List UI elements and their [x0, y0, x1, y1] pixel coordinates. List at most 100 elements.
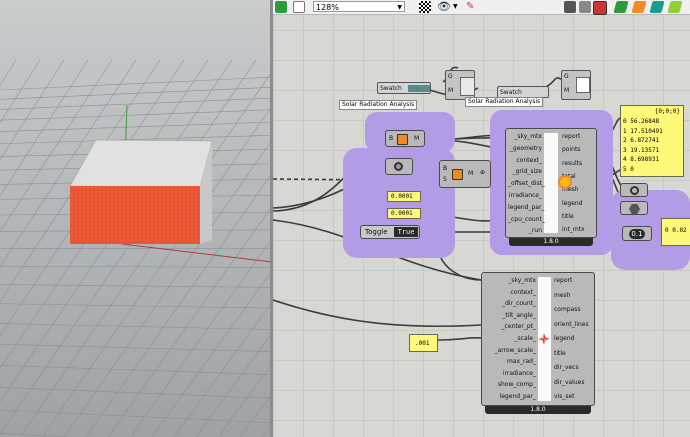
gm-param-right[interactable]: G M: [561, 70, 591, 100]
rose-output-7[interactable]: dir_values: [554, 378, 585, 386]
solar-input-3[interactable]: _grid_size: [512, 168, 542, 176]
solar-output-2[interactable]: results: [562, 159, 583, 167]
legend-param[interactable]: [620, 201, 648, 215]
mesh-teal-icon[interactable]: [649, 1, 665, 13]
slider-value-chip: 0.1: [629, 229, 645, 239]
rose-output-6[interactable]: dir_vecs: [554, 364, 579, 371]
solar-version: 1.8.0: [509, 238, 593, 246]
solar-input-5[interactable]: irradiance_: [508, 192, 542, 199]
geometry-icon: [460, 77, 475, 96]
solar-input-4[interactable]: _offset_dist_: [508, 180, 545, 188]
rose-output-0[interactable]: report: [554, 277, 573, 284]
brep-icon: [397, 134, 408, 145]
gm-param-left[interactable]: G M: [445, 70, 475, 100]
solar-output-1[interactable]: points: [562, 146, 581, 154]
rose-output-4[interactable]: legend: [554, 335, 575, 342]
rose-input-8[interactable]: irradiance_: [502, 369, 536, 377]
geometry-icon: [576, 77, 590, 93]
boolean-toggle[interactable]: Toggle True: [360, 225, 420, 239]
number-panel-3[interactable]: .001: [409, 334, 438, 352]
swatch-left-label: Swatch: [380, 85, 402, 92]
results-list-row: 1 17.510491: [623, 127, 663, 135]
brep-icon: [452, 169, 463, 180]
rose-output-8[interactable]: vis_set: [554, 393, 575, 400]
rose-input-2[interactable]: _dir_count_: [502, 300, 536, 308]
number-panel-2[interactable]: 0.0001: [387, 208, 421, 219]
grasshopper-canvas[interactable]: 128% ▼ 👁 ▼ ✎ Swatch G M Solar Radiation …: [273, 0, 690, 437]
number-panel-1[interactable]: 0.0001: [387, 191, 421, 202]
solar-output-5[interactable]: legend: [562, 199, 583, 207]
preview-icon[interactable]: [593, 1, 607, 15]
solar-input-1[interactable]: _geometry: [509, 144, 542, 152]
x-axis-line: [121, 243, 272, 263]
number-panel-1-value: 0.0001: [391, 193, 413, 200]
solar-component-core: [544, 133, 558, 233]
results-list-row: 5 0: [623, 165, 634, 173]
rose-output-3[interactable]: orient_lines: [554, 320, 589, 328]
rhino-viewport[interactable]: [0, 0, 272, 437]
lock-icon[interactable]: [579, 1, 591, 13]
toggle-value-box[interactable]: True: [394, 227, 418, 237]
zoom-dropdown[interactable]: 128% ▼: [313, 1, 405, 12]
m-label: M: [448, 87, 454, 94]
results-list-header: {0;0;0}: [654, 108, 680, 115]
rose-version: 1.8.0: [485, 406, 591, 414]
swatch-left-color: [408, 85, 430, 92]
solar-input-6[interactable]: legend_par_: [508, 203, 545, 211]
rose-input-6[interactable]: _arrow_scale_: [494, 346, 536, 354]
pane-splitter[interactable]: [270, 0, 273, 437]
box-front-face: [70, 186, 200, 244]
solar-radiation-component[interactable]: _sky_mtx _geometry context_ _grid_size _offs…: [505, 128, 597, 238]
checker-icon[interactable]: [419, 1, 431, 13]
rose-input-1[interactable]: context_: [510, 288, 536, 296]
number-panel-4[interactable]: 0 0.02: [661, 218, 690, 246]
rose-output-5[interactable]: title: [554, 349, 566, 357]
rose-input-7[interactable]: max_rad_: [506, 358, 536, 366]
number-panel-3-value: .001: [415, 340, 430, 347]
rose-output-1[interactable]: mesh: [554, 291, 571, 299]
s-label: S: [443, 176, 447, 183]
mesh-orange-icon[interactable]: [631, 1, 647, 13]
rose-input-9[interactable]: show_comp_: [497, 381, 536, 389]
radiation-rose-component[interactable]: _sky_mtx context_ _dir_count_ _tilt_angle_ _…: [481, 272, 595, 406]
solar-input-8[interactable]: _run: [528, 227, 542, 235]
solar-output-4[interactable]: mesh: [562, 186, 579, 194]
m-label: M: [414, 135, 420, 142]
number-slider-param[interactable]: 0.1: [622, 226, 652, 241]
mesh-lime-icon[interactable]: [667, 1, 683, 13]
box-side-face: [200, 141, 212, 244]
rose-input-5[interactable]: _scale_: [514, 335, 536, 342]
chevron-down-icon[interactable]: ▼: [453, 3, 458, 10]
results-list-row: 3 19.13571: [623, 146, 660, 154]
swatch-left[interactable]: Swatch: [377, 82, 431, 94]
rose-input-4[interactable]: _center_pt_: [501, 323, 536, 331]
solar-output-3[interactable]: total: [562, 172, 576, 180]
dropdown-icon: ⊕: [480, 169, 486, 176]
bsm-param-top[interactable]: B M: [385, 130, 425, 147]
hide-icon[interactable]: [564, 1, 576, 13]
solar-output-0[interactable]: report: [562, 133, 581, 140]
solar-output-6[interactable]: title: [562, 212, 574, 220]
rose-input-10[interactable]: legend_par_: [499, 393, 536, 400]
toggle-label: Toggle: [365, 228, 388, 236]
settings-param[interactable]: [385, 158, 413, 175]
rose-input-0[interactable]: _sky_mtx: [508, 277, 536, 284]
solar-input-0[interactable]: _sky_mtx: [514, 133, 542, 140]
save-icon[interactable]: [275, 1, 287, 13]
sun-icon: [560, 177, 570, 187]
solar-input-7[interactable]: _cpu_count_: [508, 215, 545, 223]
rose-output-2[interactable]: compass: [554, 306, 581, 313]
bsm-param-mid[interactable]: B S M ⊕: [439, 160, 491, 188]
mesh-param[interactable]: [620, 183, 648, 197]
solar-output-7[interactable]: int_mtx: [562, 226, 585, 234]
solar-input-2[interactable]: context_: [516, 156, 542, 164]
eye-icon[interactable]: 👁: [437, 0, 451, 13]
document-icon[interactable]: [293, 1, 305, 13]
pen-icon[interactable]: ✎: [466, 1, 475, 12]
gear-icon: [394, 162, 403, 171]
mesh-green-icon[interactable]: [613, 1, 629, 13]
number-panel-4-value: 0 0.02: [665, 227, 687, 234]
canvas-toolbar: 128% ▼ 👁 ▼ ✎: [273, 0, 690, 15]
rose-input-3[interactable]: _tilt_angle_: [502, 311, 536, 319]
